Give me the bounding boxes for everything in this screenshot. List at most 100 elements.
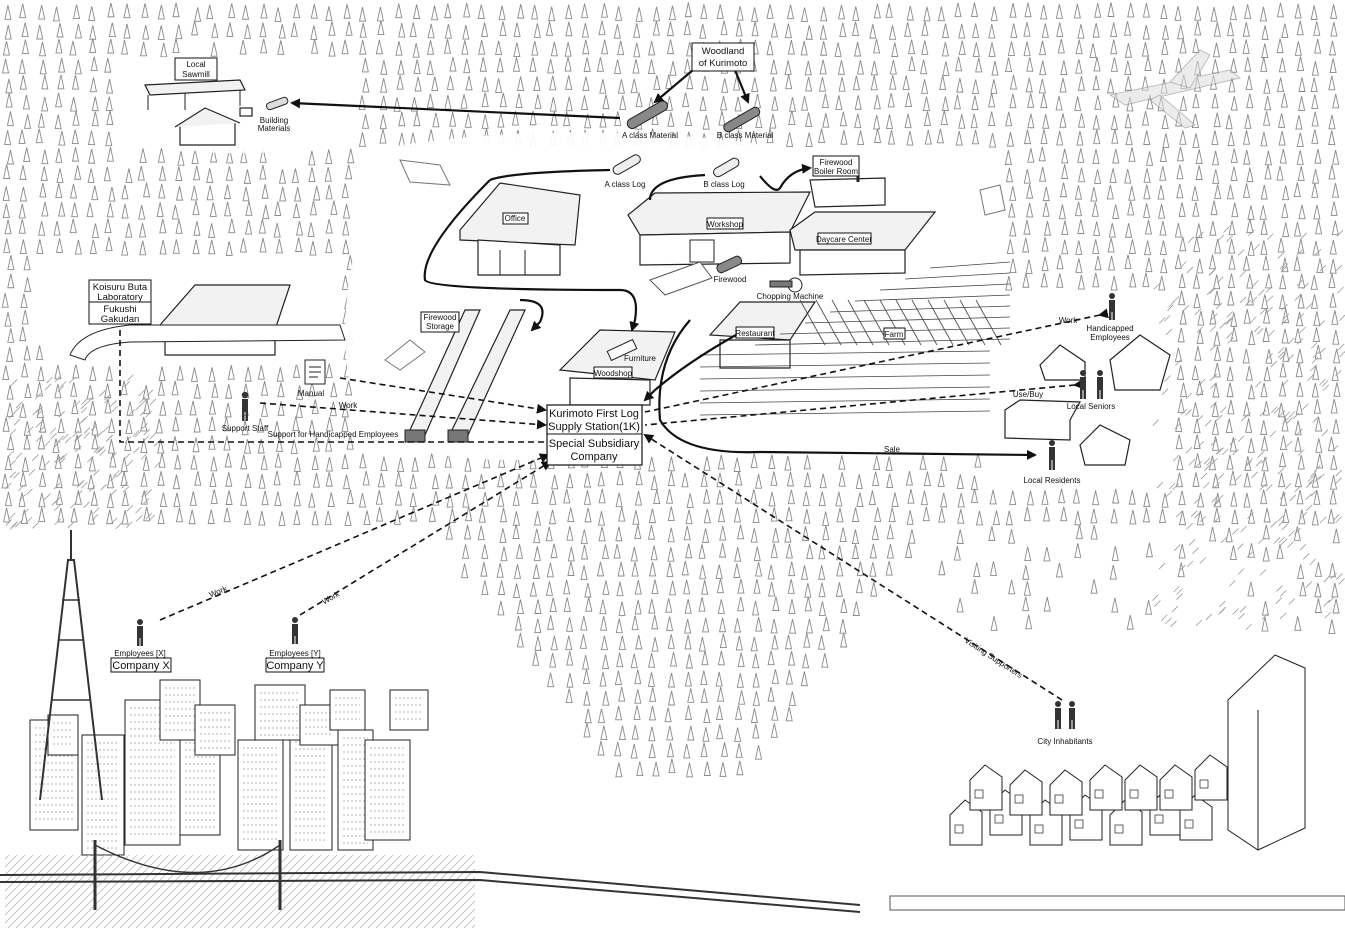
tree-icon — [195, 7, 201, 21]
tree-icon — [667, 617, 673, 631]
tree-icon — [601, 3, 607, 17]
tree-icon — [1332, 583, 1338, 597]
furniture-label: Furniture — [624, 354, 657, 363]
tree-icon — [193, 240, 199, 254]
tree-icon — [143, 25, 149, 39]
tree-icon — [603, 580, 609, 594]
tree-icon — [513, 57, 519, 71]
tree-icon — [514, 583, 520, 597]
tree-icon — [1313, 241, 1319, 255]
tree-icon — [568, 508, 574, 522]
tree-icon — [381, 78, 387, 92]
tree-icon — [633, 510, 639, 524]
tree-icon — [56, 148, 62, 162]
tree-icon — [513, 511, 519, 525]
tree-icon — [875, 129, 881, 143]
tree-icon — [19, 59, 25, 73]
tree-icon — [1227, 185, 1233, 199]
tree-icon — [1193, 472, 1199, 486]
tree-icon — [1161, 259, 1167, 273]
tree-icon — [345, 511, 351, 525]
tree-icon — [1175, 347, 1181, 361]
tree-icon — [56, 490, 62, 504]
tree-icon — [326, 149, 332, 163]
tree-icon — [668, 547, 674, 561]
tree-icon — [1299, 96, 1305, 110]
tree-icon — [1062, 165, 1068, 179]
tree-icon — [1312, 511, 1318, 525]
tree-icon — [1176, 435, 1182, 449]
tree-icon — [326, 239, 332, 253]
tree-icon — [1261, 240, 1267, 254]
tree-icon — [989, 24, 995, 38]
tree-icon — [194, 418, 200, 432]
tree-icon — [806, 133, 812, 147]
tree-icon — [805, 61, 811, 75]
tree-icon — [1108, 79, 1114, 93]
tree-icon — [22, 23, 28, 37]
tree-icon — [1076, 240, 1082, 254]
tree-icon — [90, 25, 96, 39]
tree-icon — [194, 166, 200, 180]
tree-icon — [1210, 255, 1216, 269]
tree-icon — [294, 492, 300, 506]
tree-icon — [1159, 204, 1165, 218]
tree-icon — [107, 147, 113, 161]
chopping-machine-label: Chopping Machine — [757, 292, 824, 301]
tree-icon — [1196, 223, 1202, 237]
tree-icon — [1295, 473, 1301, 487]
tree-icon — [686, 544, 692, 558]
tree-icon — [1094, 221, 1100, 235]
tree-icon — [802, 565, 808, 579]
tree-icon — [1248, 241, 1254, 255]
tree-icon — [993, 511, 999, 525]
tree-icon — [1043, 114, 1049, 128]
tree-icon — [24, 148, 30, 162]
tree-icon — [568, 561, 574, 575]
tree-icon — [1056, 4, 1062, 18]
tree-icon — [1231, 492, 1237, 506]
tree-icon — [326, 437, 332, 451]
tree-icon — [585, 709, 591, 723]
apartment-tower-right — [1228, 655, 1305, 850]
tree-icon — [207, 5, 213, 19]
tree-icon — [1162, 40, 1168, 54]
manual-label: Manual — [298, 389, 324, 398]
tree-icon — [328, 493, 334, 507]
tree-icon — [294, 4, 300, 18]
tree-icon — [957, 529, 963, 543]
tree-icon — [1283, 347, 1289, 361]
tree-icon — [734, 457, 740, 471]
tree-icon — [598, 741, 604, 755]
tree-icon — [192, 21, 198, 35]
tree-icon — [650, 706, 656, 720]
tree-icon — [75, 454, 81, 468]
tree-icon — [463, 493, 469, 507]
tree-icon — [5, 130, 11, 144]
tree-icon — [1248, 205, 1254, 219]
tree-icon — [211, 489, 217, 503]
tree-icon — [1042, 23, 1048, 37]
tree-icon — [478, 526, 484, 540]
tree-icon — [701, 689, 707, 703]
tree-icon — [427, 94, 433, 108]
tree-icon — [107, 111, 113, 125]
tree-icon — [892, 42, 898, 56]
tree-icon — [720, 526, 726, 540]
tree-icon — [326, 219, 332, 233]
tree-icon — [1296, 363, 1302, 377]
tree-icon — [1261, 185, 1267, 199]
tree-icon — [1075, 511, 1081, 525]
tree-icon — [433, 491, 439, 505]
tree-icon — [226, 472, 232, 486]
tree-icon — [650, 687, 656, 701]
tree-icon — [1296, 115, 1302, 129]
tree-icon — [396, 41, 402, 55]
tree-icon — [25, 384, 31, 398]
tree-icon — [736, 22, 742, 36]
tree-icon — [5, 5, 11, 19]
tree-icon — [874, 95, 880, 109]
tree-icon — [122, 40, 128, 54]
tree-icon — [823, 526, 829, 540]
tree-icon — [1010, 3, 1016, 17]
